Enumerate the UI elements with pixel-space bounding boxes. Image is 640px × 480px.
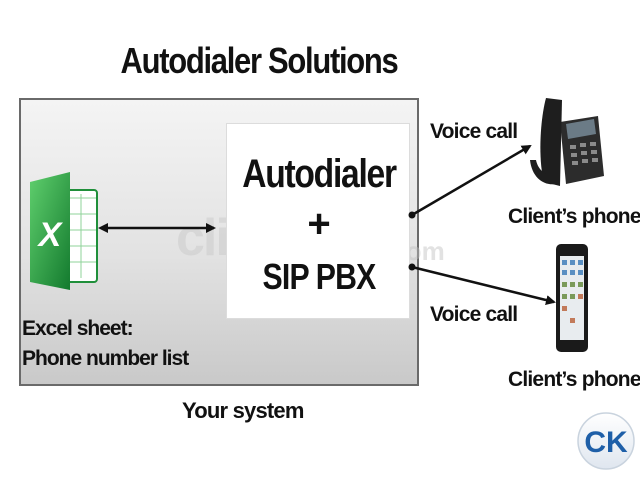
smartphone-icon — [556, 244, 588, 352]
client-phone-label-top: Client’s phone — [508, 205, 640, 228]
sip-pbx-label: SIP PBX — [262, 256, 377, 297]
excel-sheet-label: Excel sheet: Phone number list — [22, 314, 189, 374]
excel-label-line1: Excel sheet: — [22, 317, 134, 340]
desk-phone-icon — [530, 98, 604, 186]
excel-label-line2: Phone number list — [22, 347, 189, 370]
autodialer-box: Autodialer + SIP PBX — [226, 123, 410, 319]
clickbd-logo-text: CK — [584, 426, 628, 459]
diagram-title: Autodialer Solutions — [120, 40, 399, 81]
voice-call-arrow-bottom — [411, 265, 556, 305]
voice-call-arrow-top — [411, 144, 532, 217]
excel-icon: X — [30, 172, 98, 290]
plus-sign: + — [307, 202, 331, 246]
voice-call-label-top: Voice call — [430, 120, 518, 143]
autodialer-label: Autodialer — [242, 152, 397, 196]
excel-icon-letter: X — [37, 216, 64, 254]
voice-call-label-bottom: Voice call — [430, 303, 518, 326]
clickbd-logo: CK — [577, 412, 635, 470]
client-phone-label-bottom: Client’s phone — [508, 368, 640, 391]
your-system-label: Your system — [182, 398, 304, 423]
